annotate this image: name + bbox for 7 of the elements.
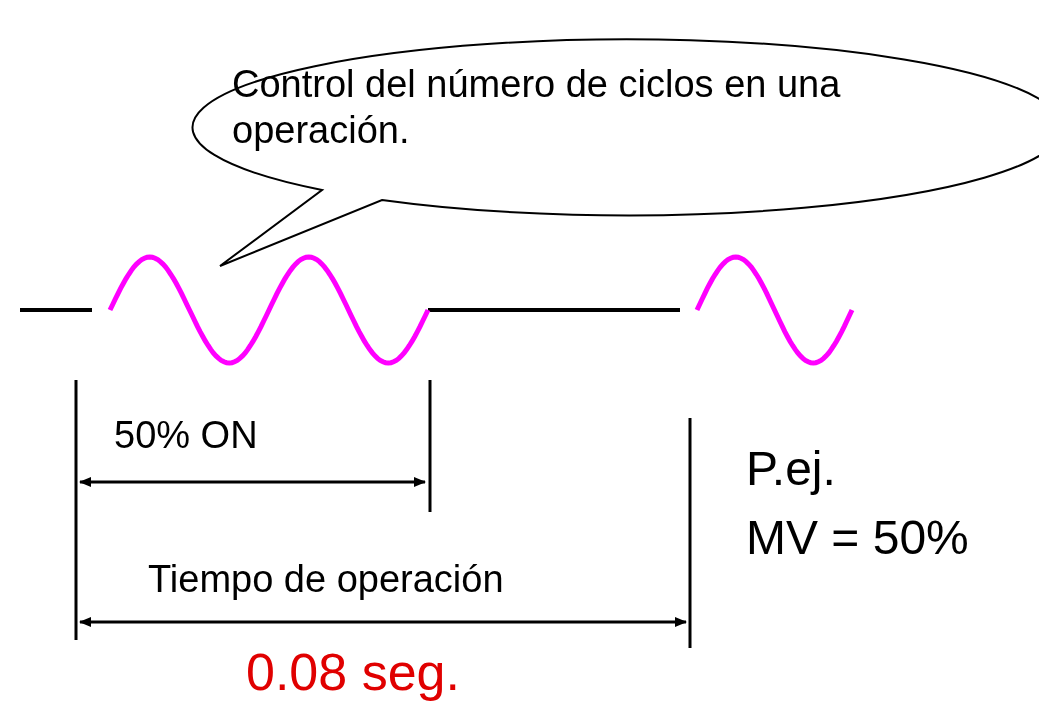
example-note: MV = 50% (746, 510, 970, 566)
time-value: 0.08 seg. (246, 642, 461, 701)
dimension-label: Tiempo de operación (148, 557, 505, 602)
callout-text: Control del número de ciclos en una operación. (232, 62, 842, 153)
dimension-label: 50% ON (114, 413, 259, 458)
example-note: P.ej. (746, 441, 837, 497)
speech-bubble (191, 38, 1039, 267)
